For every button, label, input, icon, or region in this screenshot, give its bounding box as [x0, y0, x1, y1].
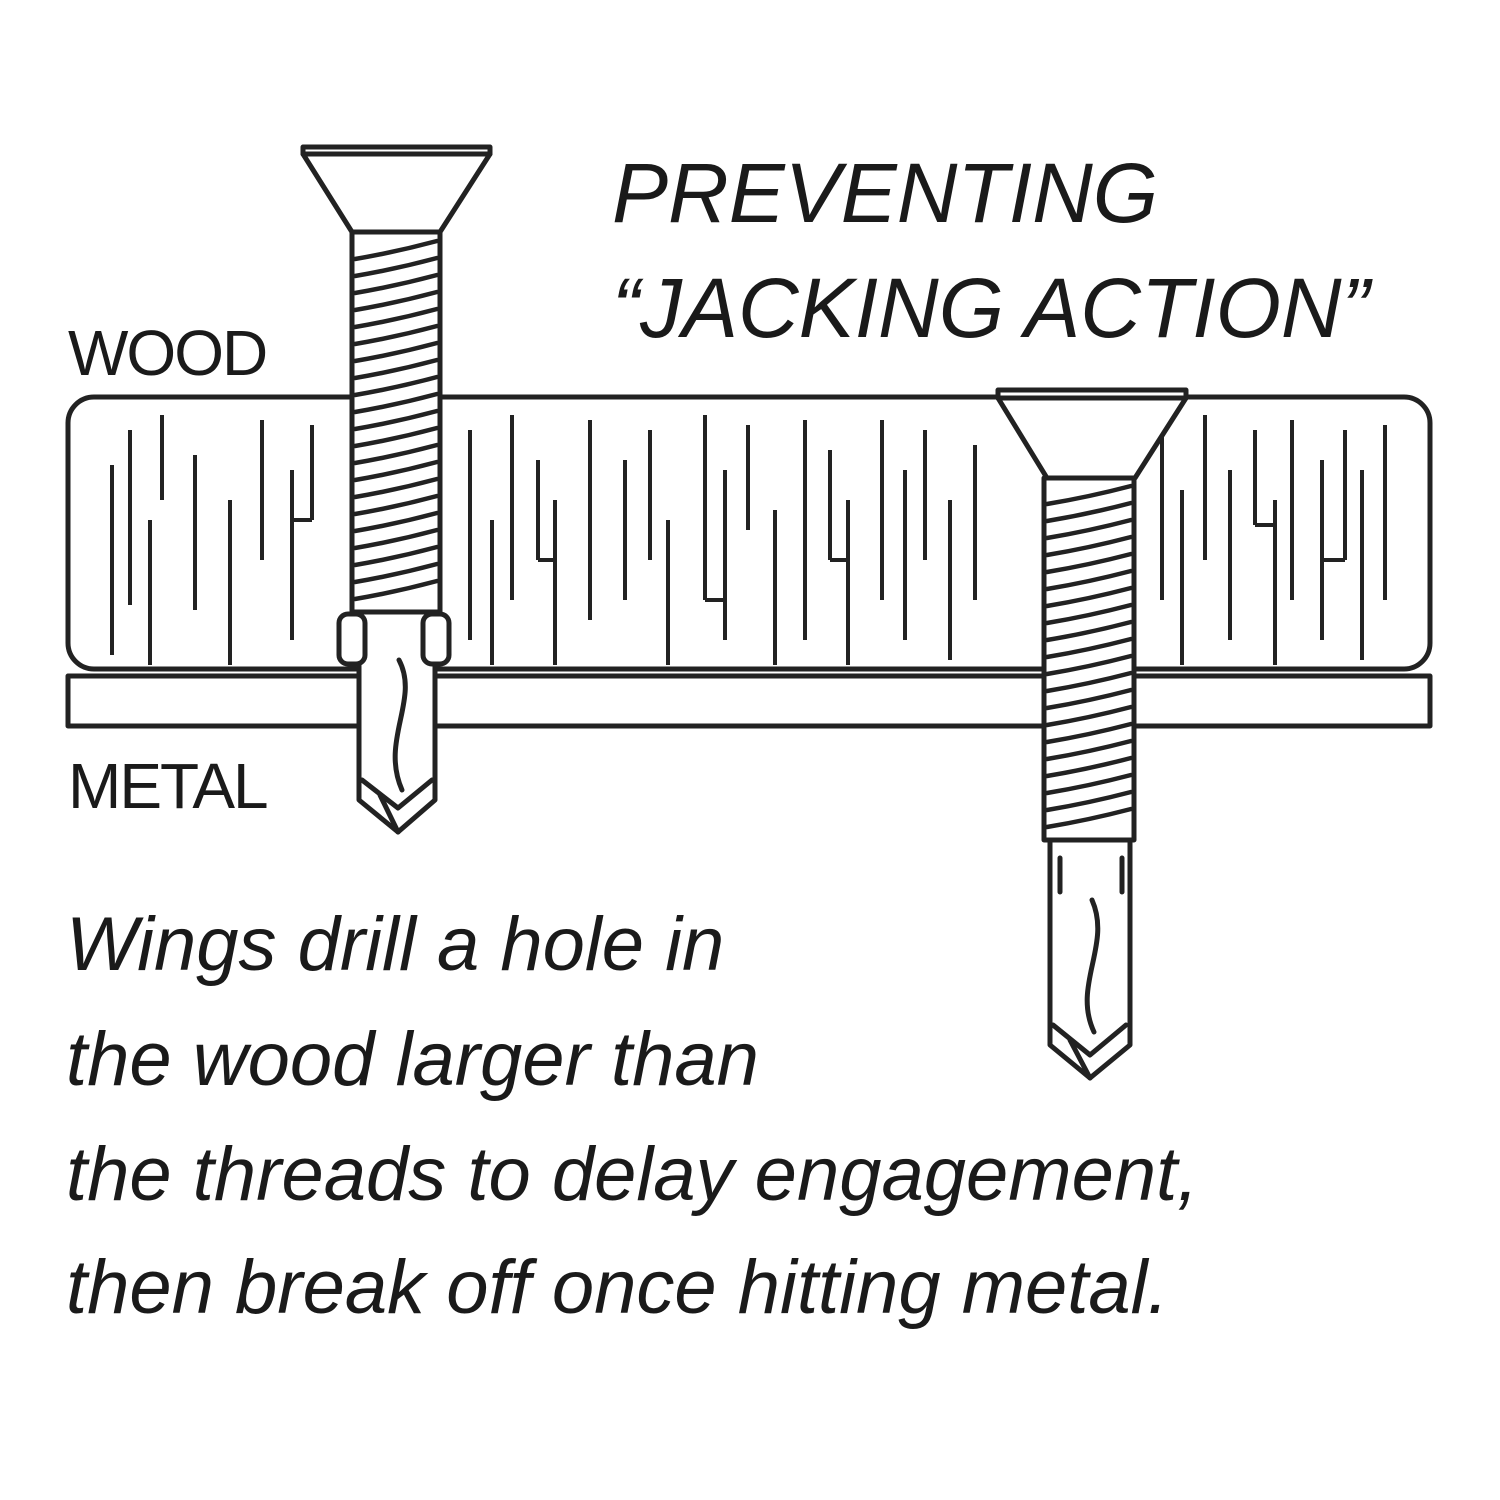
right-screw-threads	[1044, 483, 1134, 830]
left-screw-threads	[352, 238, 440, 602]
caption-line-4: then break off once hitting metal.	[66, 1245, 1169, 1330]
title-line-2: “JACKING ACTION”	[612, 261, 1374, 355]
title-line-1: PREVENTING	[612, 146, 1158, 240]
wood-board	[65, 394, 1433, 672]
right-wing	[420, 611, 452, 667]
caption-line-2: the wood larger than	[66, 1017, 759, 1102]
metal-label: METAL	[68, 750, 267, 822]
caption-line-1: Wings drill a hole in	[66, 902, 724, 987]
winged-self-drilling-screw-icon	[300, 144, 493, 835]
left-wing	[336, 611, 368, 667]
self-drilling-screw-icon	[995, 387, 1189, 1081]
caption-line-3: the threads to delay engagement,	[66, 1132, 1198, 1217]
metal-plate	[65, 673, 1433, 729]
wood-grain-lines	[110, 415, 1387, 665]
wood-label: WOOD	[68, 317, 266, 389]
